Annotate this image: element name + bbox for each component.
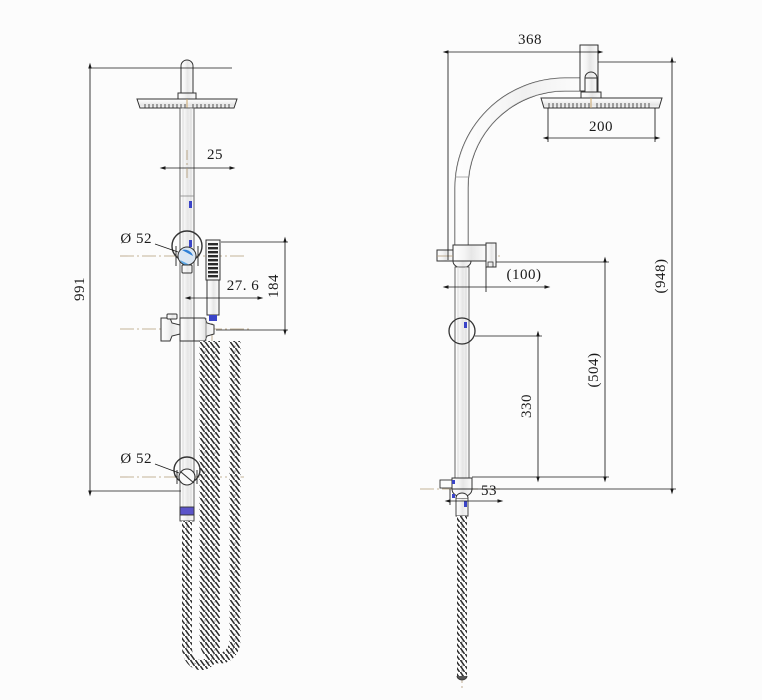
front-view: 991 25 Ø 52 27. 6 184 Ø 52 (72, 59, 288, 670)
side-head-connector (580, 71, 602, 99)
front-hand-shower (205, 239, 221, 321)
dim-label-100: (100) (507, 267, 542, 283)
dim-label-276: 27. 6 (227, 278, 260, 294)
dim-label-368: 368 (518, 32, 542, 48)
dim-overall-height-991 (88, 62, 232, 497)
dim-upper-dia-52 (154, 243, 179, 253)
front-flexible-hose (199, 341, 241, 664)
dim-label-200: 200 (589, 119, 613, 135)
side-slider-circle (448, 317, 476, 345)
dim-riser-offset-25 (159, 150, 236, 180)
side-view: 368 200 (100) (948) (504) (420, 32, 676, 690)
dim-label-184: 184 (266, 274, 282, 298)
dim-label-53: 53 (481, 483, 497, 499)
dim-label-504: (504) (586, 353, 602, 388)
dim-label-upper-dia: Ø 52 (120, 231, 152, 247)
dim-label-25: 25 (207, 147, 223, 163)
dim-label-lower-dia: Ø 52 (120, 451, 152, 467)
front-rail-accents (189, 201, 192, 247)
dim-label-330: 330 (519, 394, 535, 418)
dim-head-width-200 (542, 108, 661, 142)
dim-lower-dia-52 (154, 463, 180, 474)
dim-mid-height-504 (472, 256, 609, 483)
dim-outlet-offset-53 (444, 489, 504, 505)
front-upper-bracket (171, 230, 203, 274)
dim-arm-projection-368 (442, 45, 604, 260)
dim-label-948: (948) (653, 259, 669, 294)
side-flexible-hose (456, 516, 468, 681)
side-valve-body (436, 242, 497, 269)
front-lower-bracket (173, 456, 201, 486)
dim-valve-projection-100 (442, 267, 551, 292)
side-riser-rail (454, 266, 470, 490)
dim-label-991: 991 (72, 277, 88, 301)
front-riser-rail (179, 107, 195, 521)
dim-overall-height-948 (472, 56, 676, 495)
front-hose-outlet (179, 506, 195, 522)
dim-handset-height-184 (216, 236, 288, 336)
dim-slider-height-330 (475, 330, 542, 483)
front-hose-lower-strand (182, 341, 220, 670)
side-shower-head (540, 97, 663, 109)
side-hose-outlet (455, 492, 469, 517)
front-shower-head (136, 98, 238, 109)
front-top-inlet (177, 59, 197, 100)
front-slider-holder (160, 313, 215, 342)
